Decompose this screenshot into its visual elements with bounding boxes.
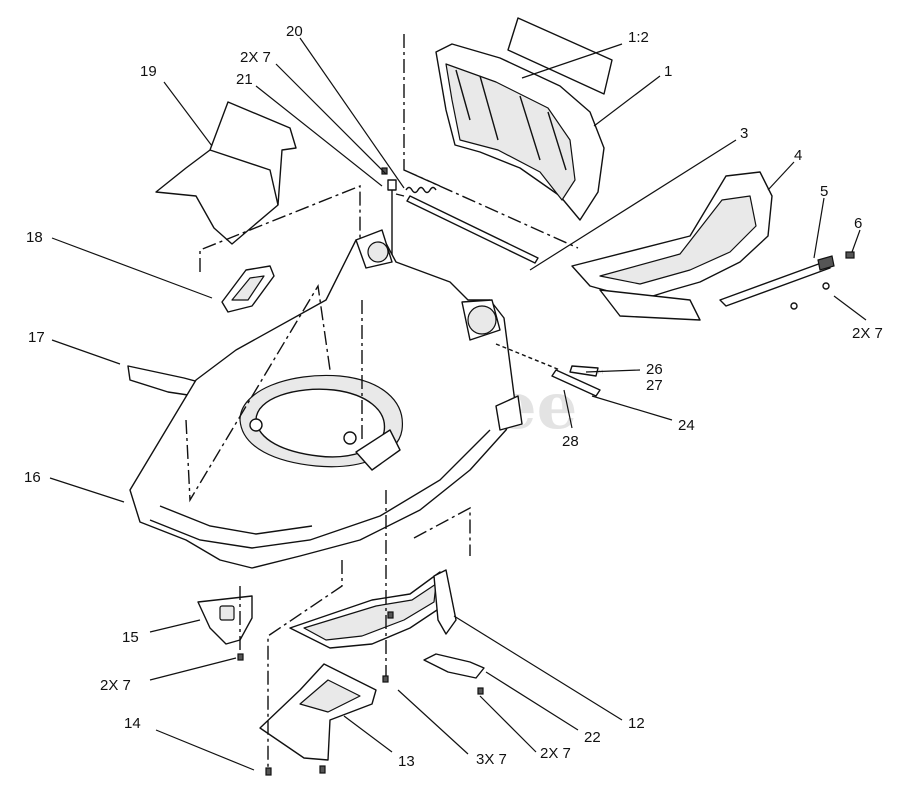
callout-3[interactable]: 3 <box>740 125 748 142</box>
callout-4[interactable]: 4 <box>794 147 802 164</box>
chute-rod-part[interactable] <box>719 255 835 307</box>
rear-shield-part[interactable] <box>155 101 297 245</box>
callout-19[interactable]: 19 <box>140 63 157 80</box>
hinge-rod-part[interactable] <box>406 195 539 264</box>
callouts: 1:2 1 20 2X 7 21 19 3 4 5 6 2X 7 18 17 2… <box>24 23 883 770</box>
callout-22[interactable]: 22 <box>584 729 601 746</box>
callout-17[interactable]: 17 <box>28 329 45 346</box>
front-skirt-part[interactable] <box>259 663 377 761</box>
callout-21[interactable]: 21 <box>236 71 253 88</box>
callout-2x7-spring[interactable]: 2X 7 <box>240 49 271 66</box>
callout-14[interactable]: 14 <box>124 715 141 732</box>
callout-1[interactable]: 1 <box>664 63 672 80</box>
chute-fastener-part[interactable] <box>790 282 830 310</box>
chute-screw-part[interactable] <box>845 251 855 259</box>
callout-6[interactable]: 6 <box>854 215 862 232</box>
callout-16[interactable]: 16 <box>24 469 41 486</box>
rear-door-part[interactable] <box>289 569 457 649</box>
callout-24[interactable]: 24 <box>678 417 695 434</box>
wheel-cover-part[interactable] <box>197 595 253 645</box>
callout-2x7-bracket[interactable]: 2X 7 <box>540 745 571 762</box>
rear-deflector-part[interactable] <box>435 43 605 221</box>
callout-5[interactable]: 5 <box>820 183 828 200</box>
callout-20[interactable]: 20 <box>286 23 303 40</box>
leader-lines <box>49 37 867 771</box>
seal-part[interactable] <box>221 265 275 313</box>
callout-1-2[interactable]: 1:2 <box>628 29 649 46</box>
callout-12[interactable]: 12 <box>628 715 645 732</box>
callout-2x7-chute[interactable]: 2X 7 <box>852 325 883 342</box>
mower-deck-part[interactable] <box>129 229 523 569</box>
callout-27[interactable]: 27 <box>646 377 663 394</box>
bracket-part[interactable] <box>423 653 485 679</box>
hinge-pin-part[interactable] <box>495 343 601 397</box>
callout-26[interactable]: 26 <box>646 361 663 378</box>
callout-15[interactable]: 15 <box>122 629 139 646</box>
spring-part[interactable] <box>395 186 437 197</box>
pin-part[interactable] <box>387 179 397 260</box>
deflector-label-part[interactable] <box>507 17 613 95</box>
side-chute-part[interactable] <box>571 171 773 321</box>
callout-2x7-cover[interactable]: 2X 7 <box>100 677 131 694</box>
callout-13[interactable]: 13 <box>398 753 415 770</box>
callout-28[interactable]: 28 <box>562 433 579 450</box>
screw-hardware <box>237 167 484 776</box>
callout-3x7[interactable]: 3X 7 <box>476 751 507 768</box>
callout-18[interactable]: 18 <box>26 229 43 246</box>
